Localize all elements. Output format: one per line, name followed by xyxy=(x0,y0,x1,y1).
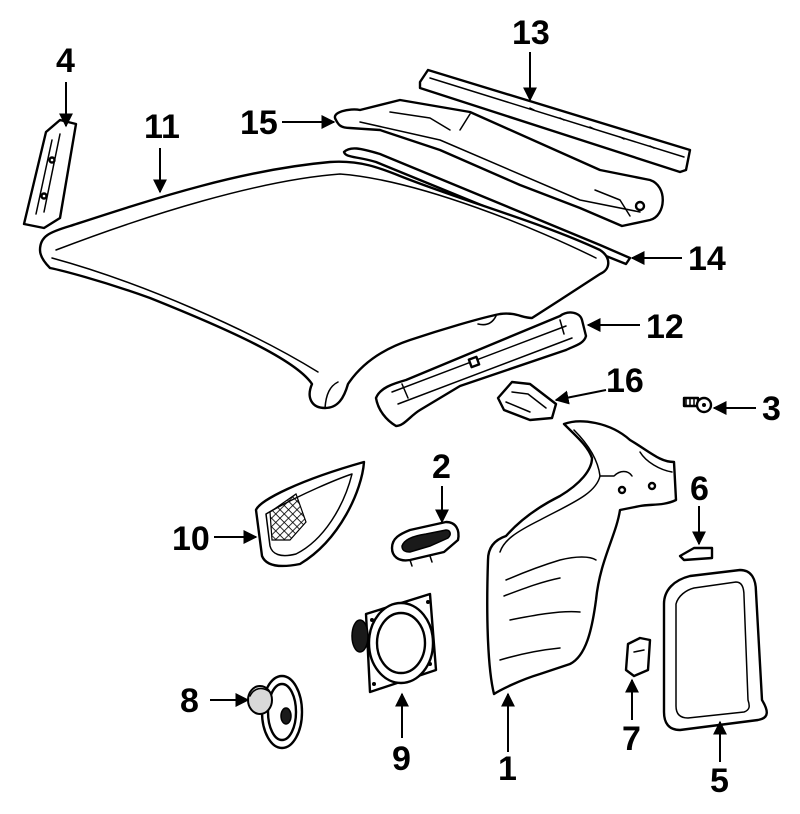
callout-14: 14 xyxy=(688,240,726,278)
part-3-screw xyxy=(682,396,713,414)
leaders xyxy=(59,52,756,762)
callout-15: 15 xyxy=(240,104,278,142)
callout-16: 16 xyxy=(606,362,644,400)
part-1-quarter-trim-panel xyxy=(486,420,678,696)
callout-12: 12 xyxy=(646,308,684,346)
callout-7: 7 xyxy=(622,720,641,758)
part-12-rear-header-trim xyxy=(374,311,588,428)
part-2-lamp xyxy=(390,520,460,567)
callout-1: 1 xyxy=(498,750,517,788)
part-16-bracket xyxy=(496,380,558,422)
callout-6: 6 xyxy=(690,470,709,508)
callout-11: 11 xyxy=(144,108,180,146)
callout-2: 2 xyxy=(432,448,451,486)
part-6-clip xyxy=(678,546,714,562)
callout-13: 13 xyxy=(512,14,550,52)
callout-4: 4 xyxy=(56,42,75,80)
callout-labels: 4 11 13 15 14 12 16 3 2 10 6 8 9 1 7 5 xyxy=(56,14,781,800)
part-7-clip xyxy=(624,636,652,678)
part-8-speaker xyxy=(247,674,304,750)
part-9-speaker xyxy=(351,592,438,694)
part-15-roof-bow xyxy=(333,98,664,228)
part-5-window-garnish xyxy=(662,568,768,732)
callout-5: 5 xyxy=(710,762,729,800)
leader-16 xyxy=(554,389,607,405)
part-11-headliner xyxy=(38,160,610,410)
callout-10: 10 xyxy=(172,520,210,558)
part-13-roof-rail xyxy=(418,68,692,174)
callout-8: 8 xyxy=(180,682,199,720)
part-10-quarter-window xyxy=(254,460,366,568)
callout-9: 9 xyxy=(392,740,411,778)
part-4-pillar-trim xyxy=(22,118,78,230)
callout-3: 3 xyxy=(762,390,781,428)
